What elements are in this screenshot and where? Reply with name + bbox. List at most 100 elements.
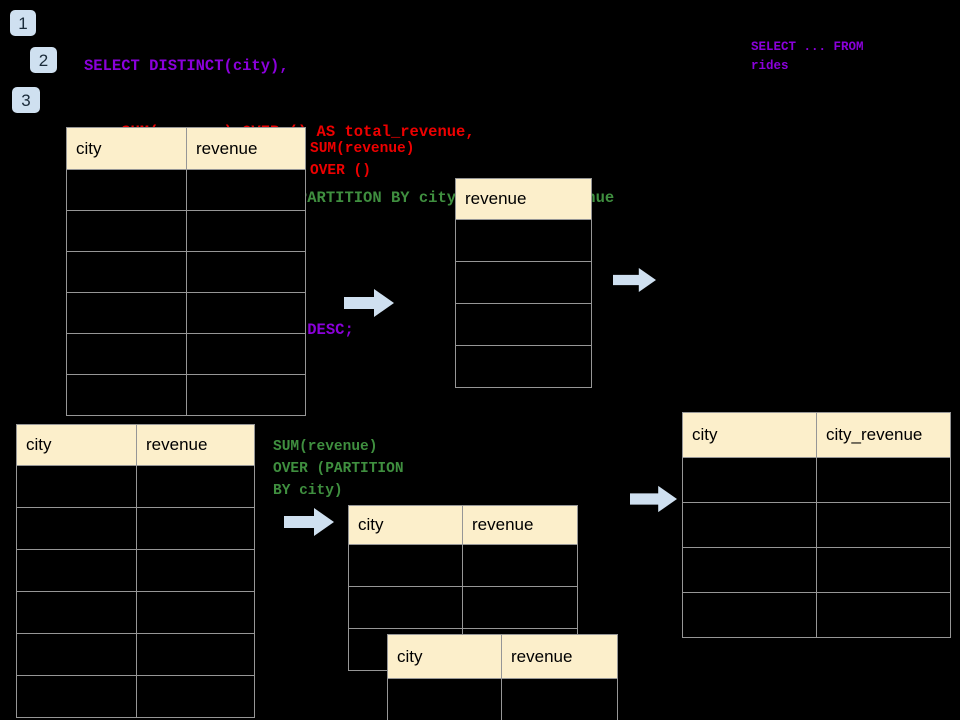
cell-revenue	[462, 586, 578, 629]
table-row	[455, 219, 592, 262]
table-header-row: city revenue	[16, 424, 255, 466]
arrow-source-to-total	[344, 289, 394, 317]
table-row	[348, 544, 578, 587]
cell-revenue	[136, 465, 255, 508]
column-header-revenue: revenue	[136, 424, 255, 466]
cell-city-revenue	[816, 502, 951, 548]
step-badge-3: 3	[12, 87, 40, 113]
table-row	[682, 592, 951, 638]
column-header-city: city	[387, 634, 502, 679]
cell-city	[348, 586, 463, 629]
cell-revenue	[455, 219, 592, 262]
cell-city	[682, 457, 817, 503]
partition-group-table-front: city revenue	[387, 634, 618, 720]
cell-city	[66, 292, 187, 334]
table-row	[16, 465, 255, 508]
cell-city	[66, 251, 187, 293]
cell-city	[66, 333, 187, 375]
cell-revenue	[501, 678, 618, 720]
table-row	[16, 675, 255, 718]
partition-group-table-back: city revenue	[348, 505, 578, 671]
cell-revenue	[186, 292, 306, 334]
cell-city	[16, 465, 137, 508]
table-row	[66, 210, 306, 252]
total-revenue-table: revenue	[455, 178, 592, 388]
cell-revenue	[136, 549, 255, 592]
table-row	[66, 292, 306, 334]
table-row	[387, 678, 618, 720]
cell-revenue	[455, 261, 592, 304]
cell-city	[16, 591, 137, 634]
table-row	[16, 633, 255, 676]
step-badge-2-label: 2	[38, 50, 49, 70]
table-header-row: revenue	[455, 178, 592, 220]
cell-city	[16, 633, 137, 676]
arrow-total-to-result	[613, 267, 656, 293]
cell-city	[348, 544, 463, 587]
cell-city	[16, 675, 137, 718]
table-row	[682, 502, 951, 548]
step-badge-1: 1	[10, 10, 36, 36]
cell-revenue	[186, 333, 306, 375]
final-result-table: city city_revenue	[682, 412, 951, 638]
column-header-revenue: revenue	[462, 505, 578, 545]
cell-city	[66, 374, 187, 416]
column-header-revenue: revenue	[455, 178, 592, 220]
table-row	[455, 303, 592, 346]
cell-revenue	[186, 210, 306, 252]
sql-line-select: SELECT DISTINCT(city),	[84, 57, 289, 75]
cell-city-revenue	[816, 457, 951, 503]
cell-city	[682, 592, 817, 638]
table-row	[66, 333, 306, 375]
step-badge-1-label: 1	[18, 13, 28, 33]
table-row	[16, 549, 255, 592]
column-header-city: city	[66, 127, 187, 170]
arrow-source-to-partition	[284, 508, 334, 536]
step-badge-2: 2	[30, 47, 57, 73]
rides-source-table-partitioned: city revenue	[16, 424, 255, 718]
table-row	[682, 457, 951, 503]
cell-revenue	[136, 633, 255, 676]
annotation-select-from: SELECT ... FROM rides	[751, 40, 864, 73]
table-header-row: city revenue	[387, 634, 618, 679]
cell-city	[66, 210, 187, 252]
table-header-row: city revenue	[66, 127, 306, 170]
column-header-city: city	[348, 505, 463, 545]
cell-revenue	[455, 303, 592, 346]
cell-revenue	[136, 675, 255, 718]
table-row	[348, 586, 578, 629]
cell-revenue	[186, 251, 306, 293]
cell-city	[682, 547, 817, 593]
table-header-row: city revenue	[348, 505, 578, 545]
table-row	[66, 251, 306, 293]
cell-revenue	[455, 345, 592, 388]
cell-city	[66, 169, 187, 211]
table-row	[66, 169, 306, 211]
step-badge-3-label: 3	[21, 90, 31, 110]
table-header-row: city city_revenue	[682, 412, 951, 458]
cell-revenue	[136, 591, 255, 634]
rides-source-table: city revenue	[66, 127, 306, 416]
table-row	[455, 345, 592, 388]
arrow-partition-to-result	[630, 485, 677, 513]
cell-city	[682, 502, 817, 548]
cell-revenue	[186, 374, 306, 416]
column-header-city-revenue: city_revenue	[816, 412, 951, 458]
table-row	[16, 591, 255, 634]
column-header-revenue: revenue	[501, 634, 618, 679]
cell-revenue	[136, 507, 255, 550]
column-header-city: city	[682, 412, 817, 458]
table-row	[66, 374, 306, 416]
cell-revenue	[186, 169, 306, 211]
cell-city-revenue	[816, 592, 951, 638]
cell-city-revenue	[816, 547, 951, 593]
column-header-revenue: revenue	[186, 127, 306, 170]
annotation-sum-over-empty: SUM(revenue) OVER ()	[310, 141, 415, 179]
cell-city	[16, 549, 137, 592]
cell-revenue	[462, 544, 578, 587]
cell-city	[16, 507, 137, 550]
table-row	[16, 507, 255, 550]
table-row	[682, 547, 951, 593]
table-row	[455, 261, 592, 304]
